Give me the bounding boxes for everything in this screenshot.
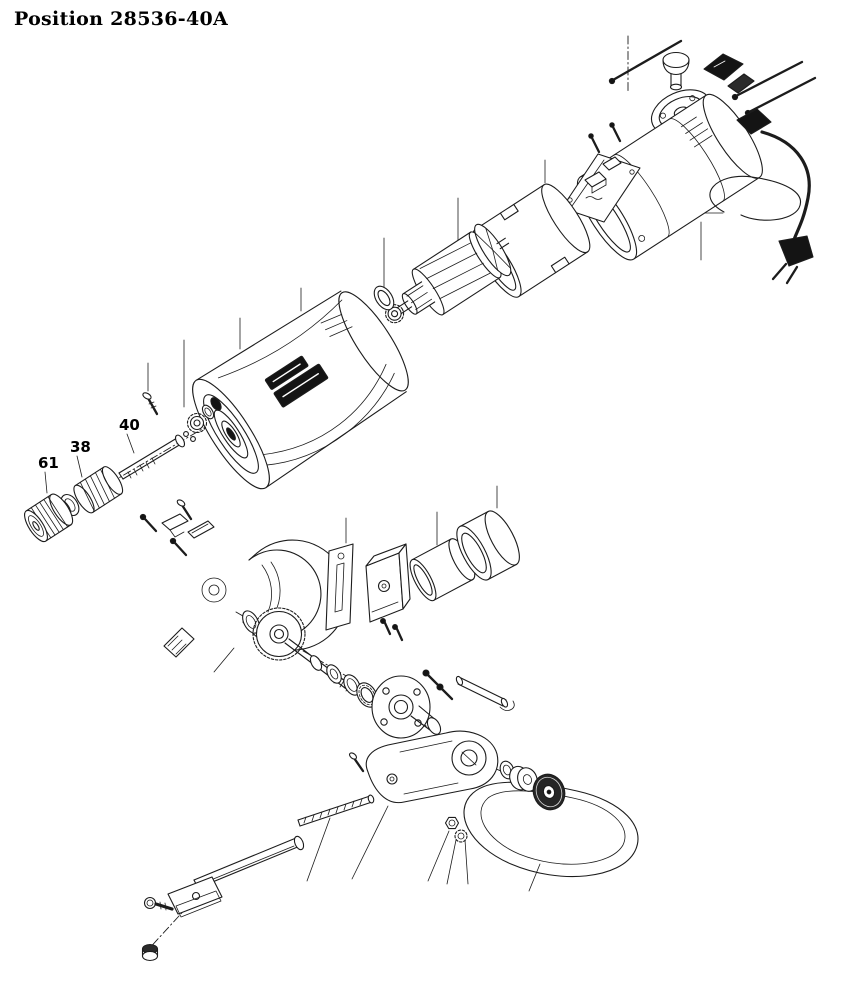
front-bearing-parts [183, 397, 222, 442]
power-cord [709, 108, 814, 285]
speed-knob [662, 51, 690, 91]
callout-38: 38 [70, 438, 91, 456]
rubber-ring [456, 510, 520, 581]
side-screw [176, 499, 193, 521]
bearing-ring [373, 285, 395, 311]
flange [371, 669, 454, 739]
callouts: 61 38 40 [38, 416, 140, 494]
pin [455, 675, 515, 711]
bracket [167, 876, 223, 918]
callout-61: 61 [38, 454, 59, 472]
main-housing [192, 287, 409, 490]
drive-shaft [118, 434, 186, 480]
hex-nut [444, 816, 460, 830]
lower-arm [365, 730, 499, 804]
callout-40: 40 [119, 416, 140, 434]
diagram-title: Position 28536-40A [14, 8, 229, 30]
lock-nut [141, 943, 159, 962]
brush-plate [561, 153, 641, 223]
gear-spindle [242, 607, 378, 708]
front-screw [142, 392, 159, 416]
rubber-sleeve [409, 538, 476, 602]
collet-nut [24, 493, 74, 543]
guard-shield [163, 539, 348, 658]
threaded-rod [297, 794, 375, 827]
star-washer [454, 829, 468, 843]
clamp-parts [139, 513, 215, 557]
power-switch [703, 53, 755, 94]
mounting-plate [325, 543, 354, 631]
top-screws [588, 39, 817, 154]
switch-block [365, 543, 411, 642]
collet-coupling [73, 466, 124, 514]
handle-bar [193, 835, 305, 889]
pulley-set [499, 760, 566, 811]
armature [385, 223, 512, 324]
leader-lines [147, 159, 724, 892]
bracket-bolt [143, 896, 174, 911]
arm-screw [348, 752, 365, 773]
